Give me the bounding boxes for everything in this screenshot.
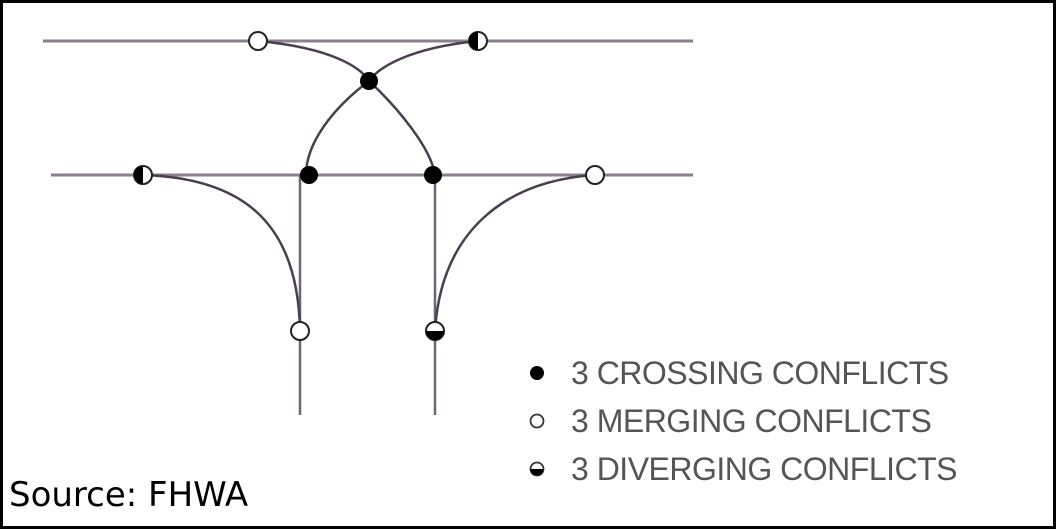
legend: 3 CROSSING CONFLICTS 3 MERGING CONFLICTS… <box>525 349 958 493</box>
arc-upper-right <box>367 39 479 176</box>
arc-lower-left <box>142 173 302 332</box>
legend-label-crossing: 3 CROSSING CONFLICTS <box>571 354 949 391</box>
merging-conflict-right <box>585 165 605 185</box>
diverging-conflict-top <box>468 31 488 51</box>
crossing-conflict-left <box>300 166 318 184</box>
source-caption: Source: FHWA <box>9 475 249 515</box>
crossing-conflict-top <box>360 72 378 90</box>
crossing-conflict-right <box>424 166 442 184</box>
filled-circle-icon <box>530 366 544 380</box>
legend-row-diverging: 3 DIVERGING CONFLICTS <box>525 445 958 493</box>
legend-label-merging: 3 MERGING CONFLICTS <box>571 402 932 439</box>
merging-conflict-bottom <box>290 321 310 341</box>
legend-row-crossing: 3 CROSSING CONFLICTS <box>525 349 957 397</box>
merging-conflict-top <box>248 31 268 51</box>
legend-row-merging: 3 MERGING CONFLICTS <box>525 397 957 445</box>
diverging-conflict-bottom <box>425 321 445 341</box>
diverging-conflict-left <box>133 165 153 185</box>
arc-upper-left <box>257 39 371 176</box>
arc-lower-right <box>433 173 596 332</box>
open-circle-icon <box>529 413 545 429</box>
half-filled-circle-icon <box>529 461 545 477</box>
conflict-point-diagram <box>43 31 693 415</box>
legend-label-diverging: 3 DIVERGING CONFLICTS <box>571 450 958 487</box>
